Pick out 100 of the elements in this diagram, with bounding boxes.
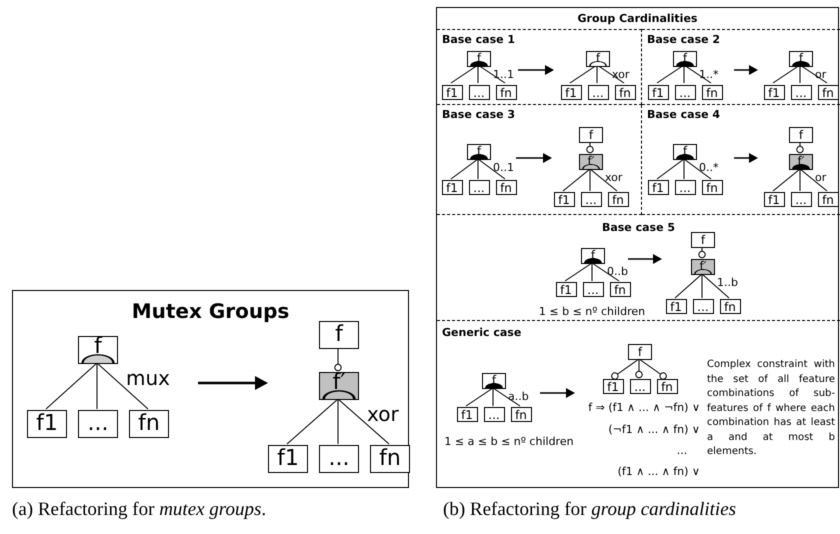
feature-box: f1 xyxy=(666,299,686,314)
connector-line xyxy=(611,358,640,380)
connector-line xyxy=(698,246,706,258)
feature-box: fn xyxy=(614,85,636,100)
feature-box: f′ xyxy=(319,372,359,400)
group-label: xor xyxy=(612,69,630,80)
feature-box: ... xyxy=(588,85,608,100)
feature-box: fn xyxy=(702,180,722,195)
connector-line xyxy=(286,398,338,444)
group-label: 1..1 xyxy=(493,69,514,80)
caption: (b) Refactoring for group cardinalities xyxy=(443,500,736,519)
connector-line xyxy=(338,398,390,444)
feature-box: fn xyxy=(510,407,532,422)
feature-box: f xyxy=(319,321,359,349)
connector-line xyxy=(772,168,800,192)
connector-line xyxy=(96,362,148,410)
connector-line xyxy=(674,274,702,298)
feature-box: f1 xyxy=(442,180,462,195)
feature-box: ... xyxy=(630,379,650,394)
group-label: 1..b xyxy=(717,277,738,288)
group-label: 0..* xyxy=(699,162,718,173)
connector-line xyxy=(656,158,684,180)
panel-title: Base case 4 xyxy=(647,108,720,121)
feature-box: f1 xyxy=(560,85,582,100)
connector-line xyxy=(684,158,712,180)
feature-box: ... xyxy=(468,180,490,195)
connector-line xyxy=(796,142,804,154)
feature-box: ... xyxy=(582,282,604,297)
feature-box: f1 xyxy=(442,85,462,100)
feature-box: ... xyxy=(790,192,812,207)
feature-box: fn xyxy=(496,85,516,100)
connector-line xyxy=(46,362,98,410)
feature-box: f1 xyxy=(268,445,308,473)
feature-box: ... xyxy=(674,85,696,100)
feature-box: ... xyxy=(692,299,714,314)
panel-title: Mutex Groups xyxy=(132,299,290,323)
group-label: a..b xyxy=(508,391,529,402)
feature-box: f1 xyxy=(648,85,668,100)
feature-box: ... xyxy=(484,407,504,422)
feature-box: ... xyxy=(319,445,359,473)
connector-line xyxy=(466,388,494,406)
feature-box: fn xyxy=(818,85,838,100)
constraint-formula: ... xyxy=(676,445,688,456)
feature-box: f1 xyxy=(456,407,478,422)
feature-box: fn xyxy=(702,85,722,100)
feature-box: ... xyxy=(468,85,490,100)
feature-box: f1 xyxy=(602,379,624,394)
connector-line xyxy=(635,358,643,378)
connector-line xyxy=(592,262,620,282)
feature-box: f xyxy=(78,336,118,364)
connector-line xyxy=(478,158,506,180)
group-label: mux xyxy=(126,368,170,388)
connector-line xyxy=(562,168,590,192)
range-condition: 1 ≤ a ≤ b ≤ nº children xyxy=(444,436,574,447)
constraint-formula: f ⇒ (f1 ∧ ... ∧ ¬fn) ∨ xyxy=(587,402,700,413)
group-label: xor xyxy=(367,404,399,424)
feature-box: fn xyxy=(656,379,678,394)
connector-line xyxy=(590,168,618,192)
feature-box: f1 xyxy=(556,282,576,297)
connector-line xyxy=(564,262,592,282)
feature-box: fn xyxy=(818,192,838,207)
feature-box: ... xyxy=(790,85,812,100)
panel-title: Base case 1 xyxy=(442,33,516,46)
connector-line xyxy=(800,168,828,192)
connector-line xyxy=(638,358,667,380)
feature-box: ... xyxy=(580,192,602,207)
panel-box xyxy=(12,290,409,488)
panel-box xyxy=(437,105,642,215)
feature-box: f1 xyxy=(554,192,574,207)
connector-line xyxy=(586,142,594,154)
feature-box: fn xyxy=(496,180,516,195)
constraint-note: Complex constraint with the set of all feature combinations of sub-features of f where each combination has at least a and at most b elements. xyxy=(707,358,835,459)
panel-box xyxy=(437,29,642,105)
constraint-formula: (¬f1 ∧ ... ∧ fn) ∨ xyxy=(607,424,700,435)
feature-box: f xyxy=(628,344,652,360)
feature-box: f1 xyxy=(648,180,668,195)
connector-line xyxy=(334,348,342,372)
connector-line xyxy=(702,274,730,298)
group-label: or xyxy=(815,172,826,183)
feature-box: f xyxy=(691,232,715,248)
group-label: 1..* xyxy=(699,69,718,80)
feature-box: f xyxy=(789,127,813,143)
panel-title: Group Cardinalities xyxy=(578,12,698,25)
connector-line xyxy=(96,362,98,410)
feature-box: fn xyxy=(608,192,628,207)
group-label: 0..1 xyxy=(493,162,514,173)
panel-title: Base case 3 xyxy=(442,108,516,121)
panel-box xyxy=(436,7,839,488)
feature-box: f′ xyxy=(691,259,715,275)
group-label: 0..b xyxy=(607,266,628,277)
feature-box: ... xyxy=(674,180,696,195)
feature-box: fn xyxy=(610,282,630,297)
feature-box: f1 xyxy=(27,410,67,438)
feature-box: fn xyxy=(720,299,740,314)
panel-title: Base case 2 xyxy=(647,33,720,46)
feature-box: fn xyxy=(370,445,410,473)
panel-title: Base case 5 xyxy=(602,221,676,234)
feature-box: f xyxy=(579,127,603,143)
group-label: xor xyxy=(605,172,622,183)
feature-box: fn xyxy=(129,410,169,438)
